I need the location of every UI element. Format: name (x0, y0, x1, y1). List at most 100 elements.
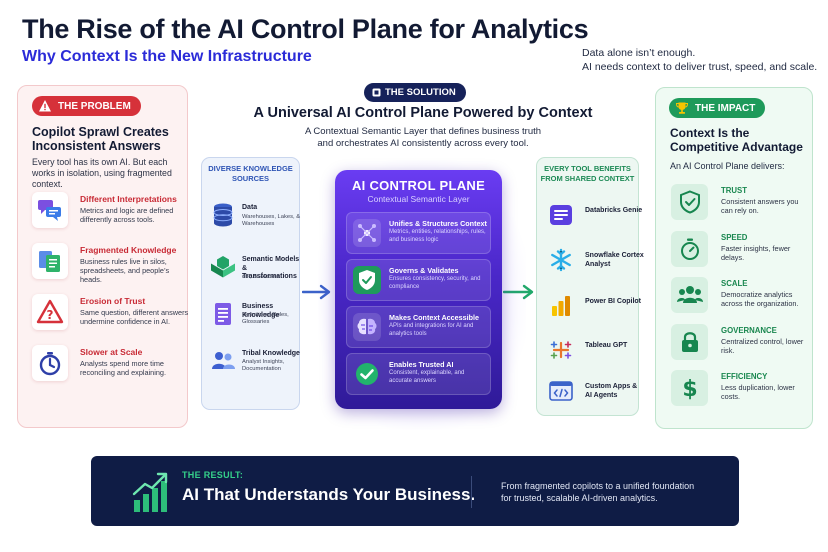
impact-item-desc: Centralized control, lower risk. (721, 337, 804, 355)
tool-item-title: Databricks Genie (585, 207, 643, 214)
impact-item-desc: Less duplication, lower costs. (721, 383, 795, 401)
warning-question-icon: ? (36, 299, 64, 324)
tool-item: Power BI Copilot (549, 292, 641, 322)
source-item: Data Warehouses, Lakes, & Warehouses (210, 202, 300, 236)
tool-item-title: Snowflake Cortex Analyst (585, 252, 644, 268)
impact-item-title: EFFICIENCY (721, 372, 768, 381)
problem-badge: THE PROBLEM (32, 96, 141, 116)
source-item-desc: Analyst Insights, Documentation (242, 359, 285, 372)
problem-heading-line-1: Copilot Sprawl Creates (32, 125, 169, 139)
timer-icon (680, 238, 699, 260)
result-desc-line-2: for trusted, scalable AI-driven analytic… (501, 493, 658, 503)
problem-description: Every tool has its own AI. But each work… (32, 157, 172, 189)
source-item-title: Semantic Models & Transformations (242, 256, 300, 280)
brain-icon (357, 318, 377, 335)
solution-description: A Contextual Semantic Layer that defines… (230, 126, 616, 150)
impact-heading-line-1: Context Is the (670, 126, 750, 140)
layers-icon (372, 88, 381, 97)
growth-chart-icon (132, 472, 168, 512)
impact-heading-line-2: Competitive Advantage (670, 140, 803, 154)
impact-item-title: SCALE (721, 279, 748, 288)
source-item-desc: dbt, BI Models (242, 274, 280, 280)
source-item-desc: Definitions, Rules, Glossaries (242, 312, 289, 325)
impact-item-title: GOVERNANCE (721, 326, 777, 335)
document-icon (215, 303, 231, 325)
shield-check-icon (679, 190, 700, 214)
source-item-title: Business Knowledge (242, 303, 280, 319)
solution-badge: THE SOLUTION (364, 83, 466, 102)
lock-icon (681, 332, 698, 352)
tool-item: Databricks Genie (549, 201, 642, 231)
stopwatch-icon (39, 352, 61, 376)
arrow-right-icon (302, 284, 331, 300)
control-plane-item-desc: Ensures consistency, security, and compl… (389, 276, 481, 290)
database-icon (213, 203, 233, 227)
cubes-icon (211, 256, 235, 278)
result-divider (471, 476, 472, 508)
control-plane-item-title: Enables Trusted AI (389, 360, 454, 369)
problem-item-title: Erosion of Trust (80, 296, 146, 306)
control-plane-item: Enables Trusted AI Consistent, explainab… (346, 353, 491, 395)
tableau-icon (550, 341, 572, 359)
result-title: AI That Understands Your Business. (182, 485, 476, 504)
solution-title: A Universal AI Control Plane Powered by … (253, 105, 593, 121)
impact-heading: Context Is the Competitive Advantage (670, 126, 803, 154)
control-plane-item-title: Makes Context Accessible (389, 313, 480, 322)
check-circle-icon (356, 363, 378, 385)
shield-check-icon (359, 270, 375, 290)
control-plane-item-desc: Metrics, entities, relationships, rules,… (389, 229, 486, 243)
tool-item-title: Tableau GPT (585, 342, 628, 349)
impact-badge-label: THE IMPACT (695, 102, 756, 114)
impact-panel: THE IMPACT Context Is the Competitive Ad… (655, 87, 813, 429)
control-plane-item: Unifies & Structures Context Metrics, en… (346, 212, 491, 254)
problem-item-title: Fragmented Knowledge (80, 245, 177, 255)
control-plane-item-desc: Consistent, explainable, and accurate an… (389, 370, 465, 384)
arrow-right-icon (503, 284, 534, 300)
ai-control-plane: AI CONTROL PLANE Contextual Semantic Lay… (335, 170, 502, 409)
code-window-icon (549, 381, 573, 401)
control-plane-item-title: Governs & Validates (389, 266, 459, 275)
result-label: THE RESULT: (182, 470, 244, 480)
dollar-icon: $ (682, 377, 697, 401)
control-plane-title: AI CONTROL PLANE (351, 178, 486, 193)
tools-heading-line-1: EVERY TOOL BENEFITS (544, 164, 631, 173)
source-item-title: Tribal Knowledge (242, 350, 300, 357)
network-icon (358, 224, 376, 242)
control-plane-item-desc: APIs and integrations for AI and analyti… (389, 323, 474, 337)
source-item-desc: Warehouses, Lakes, & Warehouses (242, 214, 301, 227)
sources-heading-line-2: SOURCES (231, 174, 270, 183)
problem-item: ? Erosion of Trust Same question, differ… (32, 294, 188, 338)
svg-text:?: ? (47, 308, 54, 322)
control-plane-item-title: Unifies & Structures Context (389, 219, 487, 228)
problem-item-desc: Metrics and logic are defined differentl… (80, 206, 174, 224)
solution-desc-line-1: A Contextual Semantic Layer that defines… (304, 126, 542, 137)
source-item: Tribal Knowledge Analyst Insights, Docum… (210, 348, 300, 382)
problem-heading-line-2: Inconsistent Answers (32, 139, 161, 153)
tool-item: Snowflake Cortex Analyst (549, 246, 644, 276)
problem-item-desc: Analysts spend more time reconciling and… (80, 359, 166, 377)
problem-item: Slower at Scale Analysts spend more time… (32, 345, 182, 389)
problem-item-title: Different Interpretations (80, 194, 177, 204)
tool-item: Custom Apps & AI Agents (549, 377, 639, 407)
impact-item: GOVERNANCE Centralized control, lower ri… (671, 324, 811, 364)
impact-item: TRUST Consistent answers you can rely on… (671, 184, 811, 224)
tagline-line-2: AI needs context to deliver trust, speed… (582, 61, 818, 73)
impact-badge: THE IMPACT (669, 98, 766, 118)
svg-text:$: $ (682, 377, 697, 401)
tool-item-title: Power BI Copilot (585, 298, 641, 305)
problem-item-desc: Same question, different answers undermi… (80, 308, 189, 326)
databricks-icon (550, 205, 572, 225)
people-icon (212, 352, 235, 369)
sources-heading: DIVERSE KNOWLEDGE SOURCES (202, 164, 299, 184)
problem-badge-label: THE PROBLEM (58, 100, 131, 112)
result-description: From fragmented copilots to a unified fo… (501, 480, 731, 504)
impact-item-title: TRUST (721, 186, 747, 195)
impact-item-title: SPEED (721, 233, 748, 242)
source-item: Semantic Models & Transformations dbt, B… (210, 254, 300, 288)
page-subtitle: Why Context Is the New Infrastructure (22, 48, 312, 65)
sources-heading-line-1: DIVERSE KNOWLEDGE (208, 164, 293, 173)
chat-bubbles-icon (38, 200, 61, 221)
solution-desc-line-2: and orchestrates AI consistently across … (317, 138, 529, 149)
impact-item: $ EFFICIENCY Less duplication, lower cos… (671, 370, 811, 410)
source-item: Business Knowledge Definitions, Rules, G… (210, 301, 300, 335)
